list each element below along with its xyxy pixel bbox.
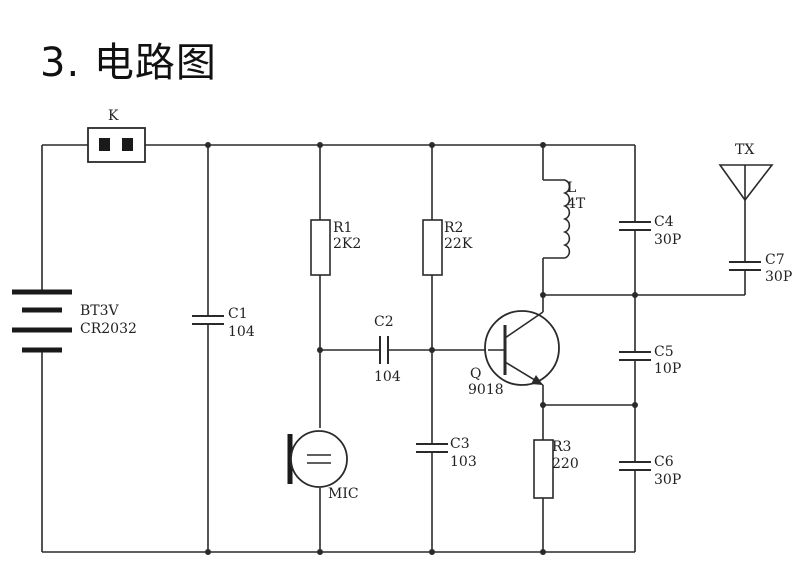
- page-title: 3. 电路图: [40, 40, 217, 86]
- l-name: L: [567, 180, 576, 196]
- r3-value: 220: [552, 456, 579, 472]
- c7-name: C7: [765, 252, 785, 268]
- q-value: 9018: [468, 382, 504, 398]
- c6-name: C6: [654, 454, 674, 470]
- c5-value: 10P: [654, 361, 681, 377]
- c1-value: 104: [228, 324, 255, 340]
- wires: [41, 144, 746, 553]
- c2-name: C2: [374, 314, 394, 330]
- switch-k-label: K: [108, 108, 119, 124]
- q-name: Q: [470, 366, 481, 382]
- c4-name: C4: [654, 214, 674, 230]
- capacitor-c3: C3 103: [416, 436, 477, 470]
- inductor-l: L 4T: [562, 179, 586, 259]
- antenna-tx: TX: [718, 142, 774, 202]
- battery-name: BT3V: [80, 303, 120, 319]
- c4-value: 30P: [654, 232, 681, 248]
- r3-name: R3: [552, 439, 571, 455]
- c3-name: C3: [450, 436, 470, 452]
- c1-name: C1: [228, 306, 248, 322]
- capacitor-c1: C1 104: [192, 306, 255, 340]
- capacitor-c6: C6 30P: [619, 454, 681, 488]
- c3-value: 103: [450, 454, 477, 470]
- r2-name: R2: [444, 220, 463, 236]
- capacitor-c2: C2 104: [374, 314, 401, 385]
- resistor-r1: R1 2K2: [310, 219, 361, 276]
- resistor-r3: R3 220: [533, 439, 579, 499]
- microphone-mic: MIC: [287, 430, 359, 502]
- capacitor-c5: C5 10P: [619, 344, 681, 377]
- l-value: 4T: [567, 196, 586, 212]
- resistor-r2: R2 22K: [422, 219, 473, 276]
- r2-value: 22K: [444, 236, 473, 252]
- c7-value: 30P: [765, 269, 792, 285]
- mic-label: MIC: [328, 486, 359, 502]
- c5-name: C5: [654, 344, 674, 360]
- c2-value: 104: [374, 369, 401, 385]
- c6-value: 30P: [654, 472, 681, 488]
- r1-value: 2K2: [333, 236, 361, 252]
- capacitor-c4: C4 30P: [619, 214, 681, 248]
- switch-k: K: [87, 108, 146, 163]
- battery-bt: BT3V CR2032: [12, 289, 137, 353]
- transistor-q: Q 9018: [468, 295, 560, 398]
- tx-label: TX: [735, 142, 754, 158]
- r1-name: R1: [333, 220, 352, 236]
- junction-dots: [205, 142, 638, 555]
- battery-model: CR2032: [80, 321, 137, 337]
- capacitor-c7: C7 30P: [729, 252, 792, 285]
